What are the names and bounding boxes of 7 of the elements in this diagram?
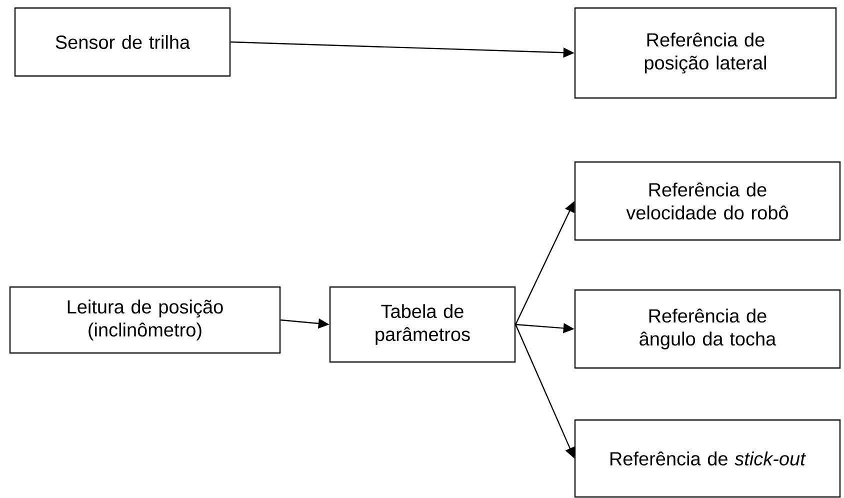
process-box: Leitura de posição (inclinômetro) (9, 286, 281, 354)
process-box: Sensor de trilha (14, 7, 231, 77)
process-box: Referência de posição lateral (574, 7, 837, 99)
process-box: Referência de velocidade do robô (574, 161, 841, 241)
process-box: Referência de ângulo da tocha (574, 289, 841, 369)
process-box: Tabela de parâmetros (329, 286, 516, 363)
process-box: Referência de stick-out (574, 419, 841, 498)
